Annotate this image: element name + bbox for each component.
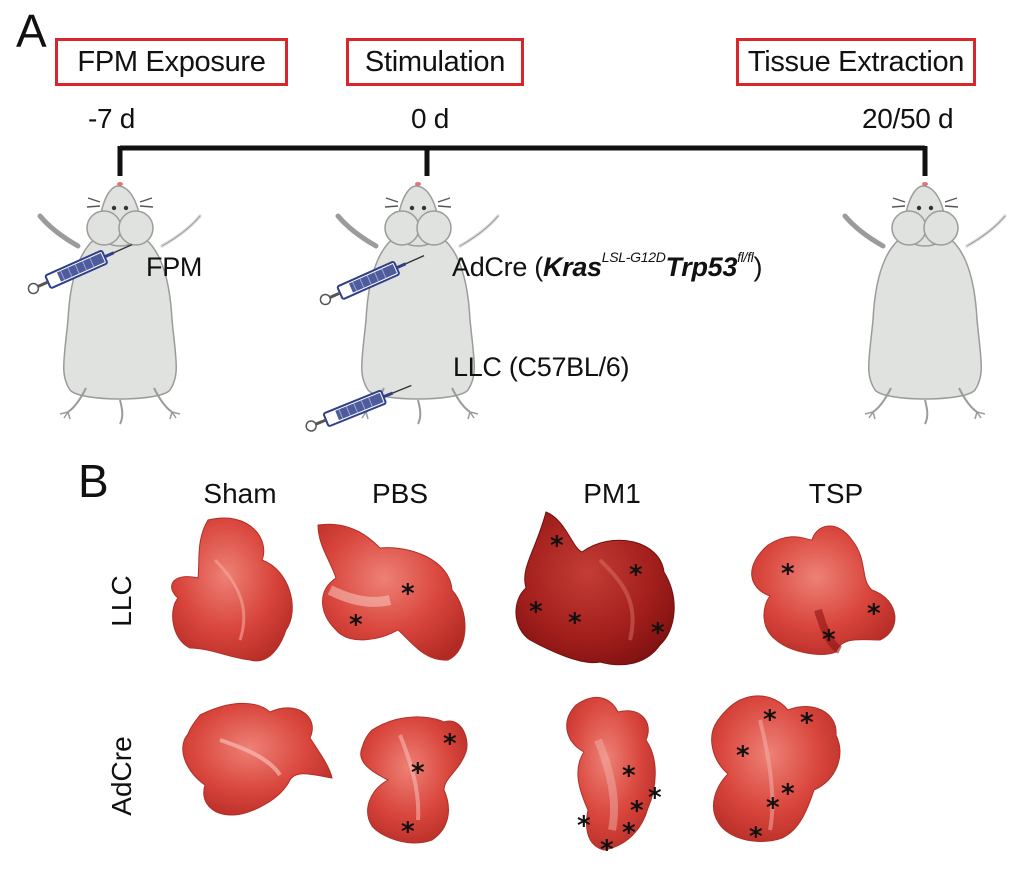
tumor-marker: * xyxy=(411,758,425,788)
tumor-marker: * xyxy=(443,729,457,759)
mouse-stimulation xyxy=(338,182,498,424)
adcre-sup-kras: LSL-G12D xyxy=(601,249,666,265)
tumor-marker: * xyxy=(651,618,665,648)
tumor-marker: * xyxy=(401,579,415,609)
tumor-marker: * xyxy=(648,783,662,813)
llc-label: LLC (C57BL/6) xyxy=(453,352,630,382)
adcre-label: AdCre (KrasLSL-G12DTrp53fl/fl) xyxy=(452,249,763,283)
tumor-marker: * xyxy=(749,822,763,852)
lung-llc-pbs xyxy=(317,523,466,661)
tumor-marker: * xyxy=(822,625,836,655)
row-adcre: AdCre xyxy=(106,736,137,816)
mouse-fpm xyxy=(40,182,200,424)
stage-fpm-exposure-label: FPM Exposure xyxy=(77,45,266,78)
tumor-marker: * xyxy=(529,597,543,627)
lung-adcre-sham xyxy=(182,702,333,816)
tumor-markers: * * * * * * * * * * * * * * * * * * * * … xyxy=(349,531,881,865)
column-sham: Sham xyxy=(203,478,277,509)
tumor-marker: * xyxy=(736,741,750,771)
tumor-marker: * xyxy=(622,818,636,848)
time-fpm-exposure: -7 d xyxy=(88,103,136,134)
adcre-gene-kras: Kras xyxy=(542,252,602,282)
fpm-label: FPM xyxy=(146,252,203,282)
stage-tissue-extraction-label: Tissue Extraction xyxy=(747,45,965,78)
tumor-marker: * xyxy=(568,608,582,638)
column-pm1: PM1 xyxy=(583,478,641,509)
adcre-sup-trp53: fl/fl xyxy=(737,249,754,265)
adcre-gene-trp53: Trp53 xyxy=(665,252,738,282)
tumor-marker: * xyxy=(630,796,644,826)
column-pbs: PBS xyxy=(371,478,429,509)
lung-llc-pm1 xyxy=(515,511,675,666)
adcre-suffix: ) xyxy=(753,252,763,282)
tumor-marker: * xyxy=(401,817,415,847)
adcre-prefix: AdCre ( xyxy=(452,252,543,282)
tumor-marker: * xyxy=(800,708,814,738)
stage-fpm-exposure-box: FPM Exposure xyxy=(55,38,288,86)
mouse-extraction xyxy=(845,182,1005,424)
tumor-marker: * xyxy=(622,761,636,791)
timeline xyxy=(117,145,928,176)
tumor-marker: * xyxy=(781,559,795,589)
column-tsp: TSP xyxy=(808,478,864,509)
panel-a-label: A xyxy=(16,5,47,57)
tumor-marker: * xyxy=(349,610,363,640)
tumor-marker: * xyxy=(766,793,780,823)
lung-adcre-pm1 xyxy=(566,696,656,851)
lung-adcre-tsp xyxy=(711,695,841,842)
time-tissue-extraction: 20/50 d xyxy=(862,103,954,134)
row-llc: LLC xyxy=(106,575,137,627)
lung-llc-sham xyxy=(171,517,293,662)
panel-b-label: B xyxy=(78,455,109,507)
tumor-marker: * xyxy=(781,779,795,809)
tumor-marker: * xyxy=(600,835,614,865)
stage-stimulation-box: Stimulation xyxy=(346,38,524,86)
lung-llc-tsp xyxy=(751,525,896,655)
tumor-marker: * xyxy=(550,531,564,561)
time-stimulation: 0 d xyxy=(411,103,450,134)
lung-adcre-pbs xyxy=(360,716,468,844)
tumor-marker: * xyxy=(867,599,881,629)
stage-stimulation-label: Stimulation xyxy=(364,45,506,78)
tumor-marker: * xyxy=(763,705,777,735)
tumor-marker: * xyxy=(629,560,643,590)
stage-tissue-extraction-box: Tissue Extraction xyxy=(736,38,976,86)
tumor-marker: * xyxy=(577,811,591,841)
